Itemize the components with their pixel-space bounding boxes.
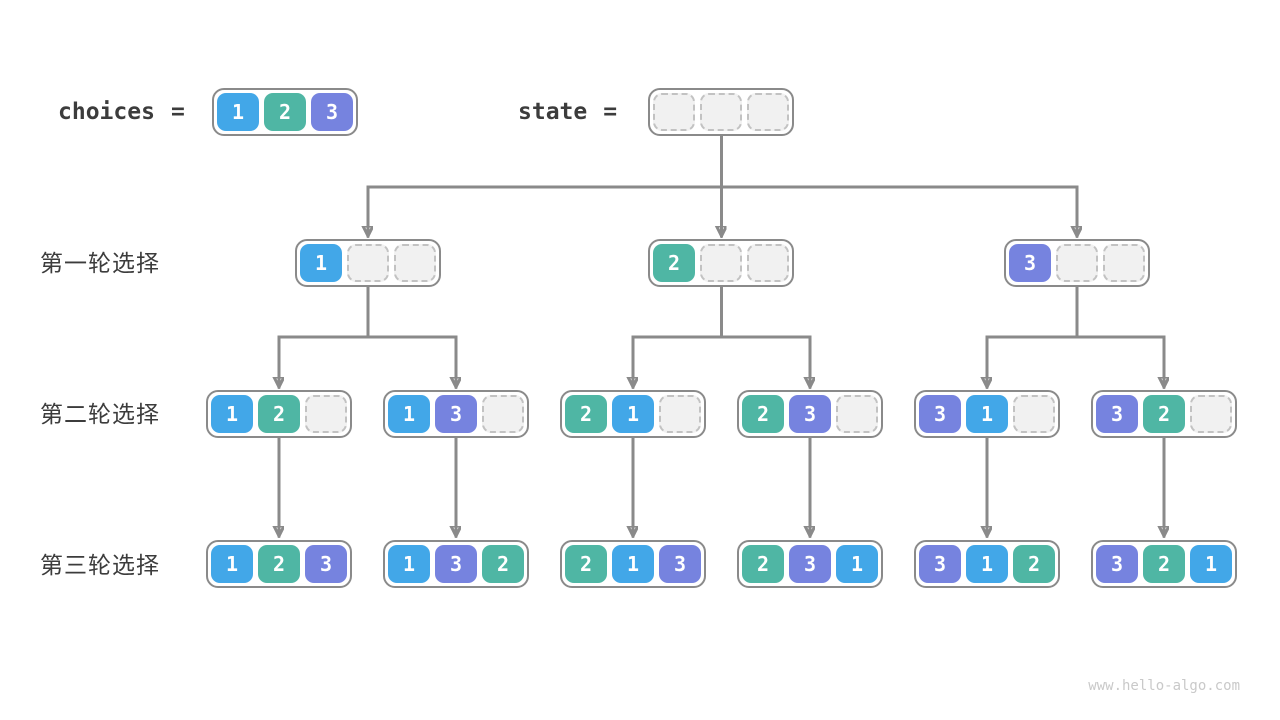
array-cell: 2 [1143, 545, 1185, 583]
array-cell: 2 [653, 244, 695, 282]
array-cell: 2 [742, 395, 784, 433]
array-cell [1056, 244, 1098, 282]
array-cell: 3 [1096, 395, 1138, 433]
array-cell: 3 [659, 545, 701, 583]
array-cell [482, 395, 524, 433]
node-r2-23: 2 3 [737, 390, 883, 438]
choices-label: choices [58, 99, 155, 125]
array-cell: 2 [482, 545, 524, 583]
node-r2-31: 3 1 [914, 390, 1060, 438]
node-r3-213: 2 1 3 [560, 540, 706, 588]
node-r2-21: 2 1 [560, 390, 706, 438]
node-r3-321: 3 2 1 [1091, 540, 1237, 588]
array-cell: 1 [1190, 545, 1232, 583]
array-cell: 1 [211, 395, 253, 433]
array-cell: 1 [217, 93, 259, 131]
array-cell [659, 395, 701, 433]
array-cell: 2 [565, 395, 607, 433]
node-r3-231: 2 3 1 [737, 540, 883, 588]
array-cell: 1 [612, 545, 654, 583]
node-r3-312: 3 1 2 [914, 540, 1060, 588]
array-cell: 2 [264, 93, 306, 131]
round2-label: 第二轮选择 [40, 401, 160, 427]
array-cell: 2 [565, 545, 607, 583]
equals-sign: = [170, 99, 185, 125]
array-cell: 1 [612, 395, 654, 433]
choices-expression: choices = [58, 92, 185, 132]
state-array [648, 88, 794, 136]
array-cell: 3 [1009, 244, 1051, 282]
node-r1-1: 1 [295, 239, 441, 287]
array-cell: 1 [966, 395, 1008, 433]
site-watermark: www.hello-algo.com [1088, 678, 1240, 694]
array-cell [700, 93, 742, 131]
node-r3-132: 1 3 2 [383, 540, 529, 588]
node-r1-3: 3 [1004, 239, 1150, 287]
state-expression: state = [518, 92, 617, 132]
array-cell: 3 [1096, 545, 1138, 583]
node-r2-13: 1 3 [383, 390, 529, 438]
array-cell [1103, 244, 1145, 282]
array-cell: 1 [211, 545, 253, 583]
array-cell: 1 [966, 545, 1008, 583]
array-cell: 1 [388, 545, 430, 583]
state-label: state [518, 99, 588, 125]
array-cell [1013, 395, 1055, 433]
array-cell: 2 [258, 395, 300, 433]
array-cell [747, 244, 789, 282]
array-cell: 1 [388, 395, 430, 433]
array-cell: 1 [300, 244, 342, 282]
equals-sign: = [603, 99, 618, 125]
node-r3-123: 1 2 3 [206, 540, 352, 588]
array-cell [347, 244, 389, 282]
round3-label: 第三轮选择 [40, 552, 160, 578]
array-cell: 3 [789, 395, 831, 433]
array-cell: 3 [305, 545, 347, 583]
round1-label: 第一轮选择 [40, 250, 160, 276]
node-r1-2: 2 [648, 239, 794, 287]
array-cell: 2 [1143, 395, 1185, 433]
array-cell: 2 [742, 545, 784, 583]
array-cell: 3 [435, 395, 477, 433]
array-cell: 1 [836, 545, 878, 583]
array-cell: 2 [1013, 545, 1055, 583]
array-cell: 2 [258, 545, 300, 583]
array-cell [394, 244, 436, 282]
array-cell [1190, 395, 1232, 433]
choices-array: 1 2 3 [212, 88, 358, 136]
array-cell: 3 [435, 545, 477, 583]
array-cell [700, 244, 742, 282]
array-cell: 3 [919, 395, 961, 433]
array-cell: 3 [311, 93, 353, 131]
array-cell: 3 [919, 545, 961, 583]
array-cell [305, 395, 347, 433]
node-r2-32: 3 2 [1091, 390, 1237, 438]
array-cell [653, 93, 695, 131]
array-cell [836, 395, 878, 433]
array-cell: 3 [789, 545, 831, 583]
array-cell [747, 93, 789, 131]
node-r2-12: 1 2 [206, 390, 352, 438]
